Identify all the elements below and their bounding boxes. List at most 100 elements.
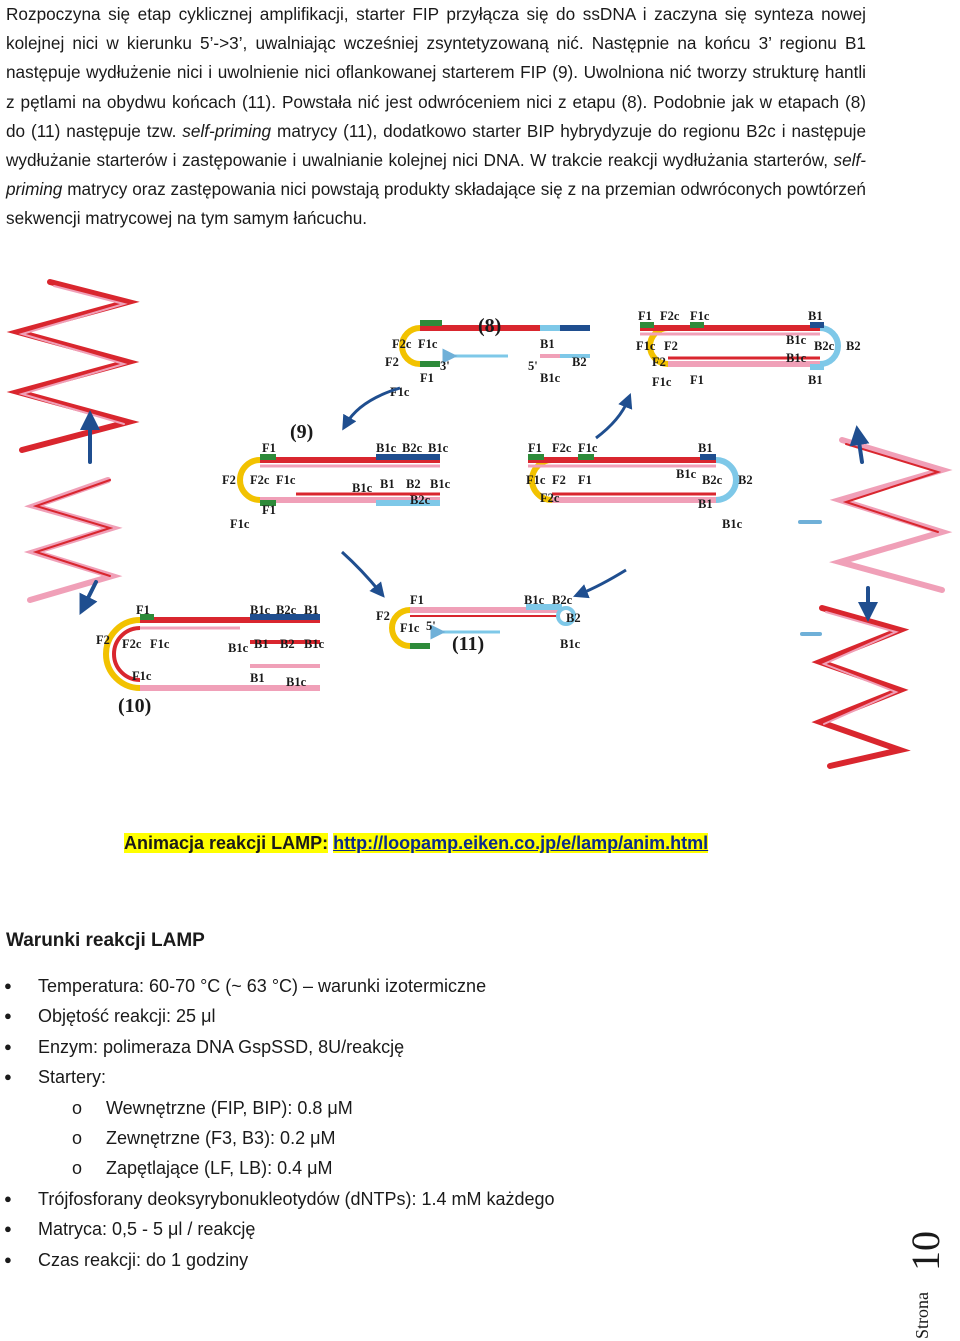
sub-bullet: o <box>72 1158 83 1179</box>
text-run: matrycy (11), dodatkowo starter BIP hybr… <box>6 120 867 171</box>
region-label: F2 <box>652 355 666 369</box>
region-label: F2 <box>96 633 110 647</box>
sub-item-text: Wewnętrzne (FIP, BIP): 0.8 μM <box>106 1097 353 1118</box>
region-label: B1 <box>808 309 823 323</box>
region-label: F1c <box>636 339 656 353</box>
animation-line: Animacja reakcji LAMP: http://loopamp.ei… <box>124 833 709 854</box>
region-label: F2 <box>376 609 390 623</box>
region-label: B1c <box>286 675 307 689</box>
step-label: (9) <box>290 421 313 443</box>
region-label: F2c <box>552 441 572 455</box>
italic-term: self-priming <box>6 150 866 200</box>
curved-arrows <box>340 386 633 599</box>
region-label: F2c <box>540 491 560 505</box>
step-label: (10) <box>118 695 151 717</box>
right-zigzag-strands <box>798 425 953 769</box>
region-label: F2 <box>222 473 236 487</box>
region-label: B1 <box>304 603 319 617</box>
region-label: B1c <box>786 351 807 365</box>
region-label: B1c <box>676 467 697 481</box>
region-label: B2c <box>552 593 573 607</box>
animation-label: Animacja reakcji LAMP: <box>124 833 329 853</box>
list-item: Objętość reakcji: 25 μl <box>0 1002 555 1032</box>
text-run: Rozpoczyna się etap cyklicznej amplifika… <box>6 4 866 141</box>
page-word: Strona <box>912 1292 932 1339</box>
step-label: (11) <box>452 633 484 655</box>
text-run: matrycy oraz zastępowania nici powstają … <box>6 179 866 229</box>
structure-mid-right: F1 F2c F1c B1 F1c F2 F1 B1c B2c B2 F2c B… <box>526 441 753 531</box>
region-label: F1c <box>690 309 710 323</box>
region-label: 5' <box>528 359 538 373</box>
region-label: B2 <box>566 611 581 625</box>
region-label: B1c <box>524 593 545 607</box>
page-number: 10 <box>903 1231 948 1271</box>
region-label: B1c <box>428 441 449 455</box>
page-footer: Strona 10 <box>903 1231 950 1341</box>
region-label: B1 <box>380 477 395 491</box>
region-label: F2c <box>660 309 680 323</box>
region-label: F1 <box>578 473 592 487</box>
zigzag-strand <box>842 443 942 533</box>
list-item: Startery: <box>0 1063 555 1093</box>
region-label: B1 <box>250 671 265 685</box>
list-item: Enzym: polimeraza DNA GspSSD, 8U/reakcję <box>0 1033 555 1063</box>
italic-term: self-priming <box>182 120 272 141</box>
region-label: F1 <box>410 593 424 607</box>
region-label: F2 <box>552 473 566 487</box>
lamp-amplification-diagram: (8) F2c F1c F2 F1 F1c 3' B1 B2 5' B1c F1… <box>6 279 953 769</box>
animation-link[interactable]: http://loopamp.eiken.co.jp/e/lamp/anim.h… <box>333 833 709 853</box>
sub-item-text: Zewnętrzne (F3, B3): 0.2 μM <box>106 1127 336 1148</box>
region-label: F1c <box>418 337 438 351</box>
region-label: B1 <box>808 373 823 387</box>
region-label: B1 <box>698 441 713 455</box>
region-label: F1 <box>638 309 652 323</box>
structure-step-8: (8) F2c F1c F2 F1 F1c 3' B1 B2 5' B1c <box>385 315 590 399</box>
region-label: B1c <box>376 441 397 455</box>
region-label: F1c <box>390 385 410 399</box>
region-label: B1c <box>430 477 451 491</box>
step-label: (8) <box>478 315 501 337</box>
region-label: F2c <box>250 473 270 487</box>
region-label: F1 <box>690 373 704 387</box>
region-label: B2 <box>572 355 587 369</box>
region-label: F1 <box>528 441 542 455</box>
structure-top-right: F1 F2c F1c B1 F1c F2 B1c B2c B2 F2 B1c F… <box>636 309 861 389</box>
sub-bullet: o <box>72 1127 83 1148</box>
structure-step-11: (11) F1 B1c B2c F2 F1c 5' B2 B1c <box>376 593 581 655</box>
region-label: B2c <box>702 473 723 487</box>
region-label: B1c <box>228 641 249 655</box>
region-label: F2 <box>664 339 678 353</box>
zigzag-strand <box>821 611 899 725</box>
region-label: B2 <box>738 473 753 487</box>
list-item: Matryca: 0,5 - 5 μl / reakcję <box>0 1215 555 1245</box>
region-label: B1c <box>250 603 271 617</box>
sub-bullet: o <box>72 1097 83 1118</box>
list-item: Temperatura: 60-70 °C (~ 63 °C) – warunk… <box>0 972 555 1002</box>
region-label: F1c <box>230 517 250 531</box>
region-label: B2c <box>276 603 297 617</box>
sub-list-item: o Wewnętrzne (FIP, BIP): 0.8 μM <box>0 1094 555 1124</box>
region-label: B2c <box>814 339 835 353</box>
region-label: B1 <box>254 637 269 651</box>
region-label: B2c <box>410 493 431 507</box>
region-label: B1c <box>540 371 561 385</box>
region-label: F1c <box>526 473 546 487</box>
region-label: F1c <box>276 473 296 487</box>
region-label: B2 <box>846 339 861 353</box>
region-label: B2 <box>406 477 421 491</box>
region-label: B2 <box>280 637 295 651</box>
region-label: F1 <box>262 503 276 517</box>
region-label: F1c <box>578 441 598 455</box>
region-label: F1c <box>400 621 420 635</box>
left-zigzag-strands <box>6 279 140 615</box>
region-label: F1c <box>132 669 152 683</box>
region-label: F1 <box>136 603 150 617</box>
region-label: F1c <box>652 375 672 389</box>
sub-item-text: Zapętlające (LF, LB): 0.4 μM <box>106 1158 333 1179</box>
region-label: B1c <box>722 517 743 531</box>
zigzag-strand <box>32 479 114 577</box>
region-label: F1 <box>262 441 276 455</box>
zigzag-strand <box>6 279 140 453</box>
intro-paragraph: Rozpoczyna się etap cyklicznej amplifika… <box>6 0 866 234</box>
zigzag-strand <box>829 437 953 593</box>
